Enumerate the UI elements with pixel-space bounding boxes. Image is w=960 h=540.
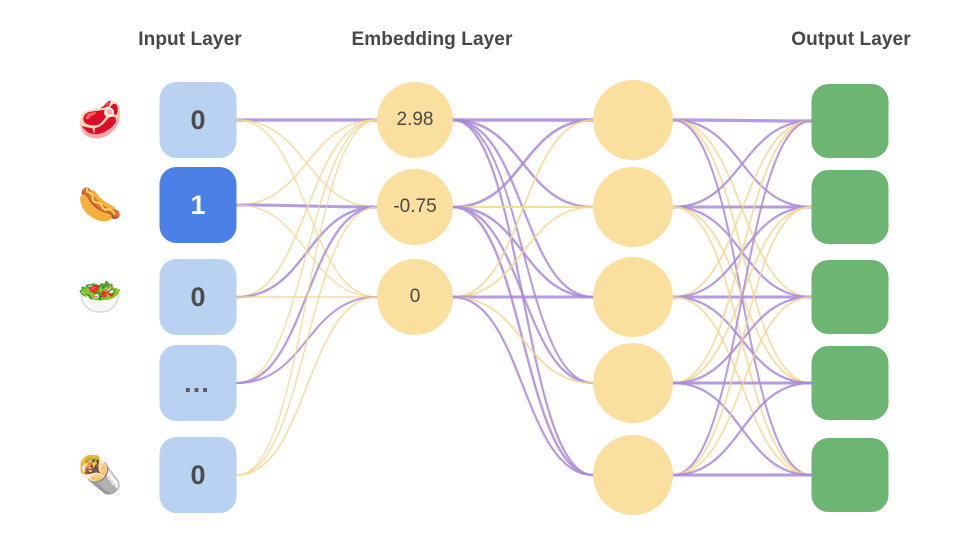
connection-edge [236,119,378,298]
input-node-0[interactable]: 0 [159,82,237,158]
connection-edge [236,296,378,476]
output-node-4[interactable] [811,438,889,512]
connection-edge [235,203,379,209]
hidden-node-3[interactable] [593,343,673,423]
input-node-3[interactable]: … [159,345,237,421]
connection-edge [451,295,595,477]
steak-icon: 🥩 [77,99,123,140]
connection-edge [236,206,378,476]
hotdog-icon: 🌭 [77,184,123,225]
embedding-node-1[interactable]: -0.75 [377,169,453,245]
connection-edge [672,120,812,298]
output-node-3[interactable] [811,346,889,420]
connection-edge [672,206,812,476]
connection-edge [452,206,594,298]
connection-edge [671,118,813,123]
hidden-node-1[interactable] [593,167,673,247]
input-node-1[interactable]: 1 [159,167,237,243]
hidden-node-4[interactable] [593,435,673,515]
hidden-node-2[interactable] [593,257,673,337]
burrito-icon: 🌯 [77,454,123,495]
connection-edge [672,296,812,476]
embedding-node-0[interactable]: 2.98 [377,82,453,158]
connection-edge [452,119,594,298]
output-node-1[interactable] [811,170,889,244]
output-node-2[interactable] [811,260,889,334]
connection-edge [236,119,378,206]
connection-edge [671,381,813,477]
hidden-node-0[interactable] [593,80,673,160]
connection-edge [236,119,378,384]
embedding-node-2[interactable]: 0 [377,259,453,335]
connection-edge [452,296,594,384]
connection-edge [671,119,813,209]
connection-edge [451,205,595,385]
connection-edge [236,119,378,476]
output-node-0[interactable] [811,84,889,158]
connection-edge [672,120,812,476]
input-node-4[interactable]: 0 [159,437,237,513]
layer-title-embedding-layer: Embedding Layer [351,29,513,50]
salad-icon: 🥗 [77,276,123,317]
connection-edge [451,118,595,209]
input-node-2[interactable]: 0 [159,259,237,335]
layer-title-input-layer: Input Layer [138,29,242,50]
layer-title-output-layer: Output Layer [791,29,911,50]
connection-edge [672,120,812,384]
